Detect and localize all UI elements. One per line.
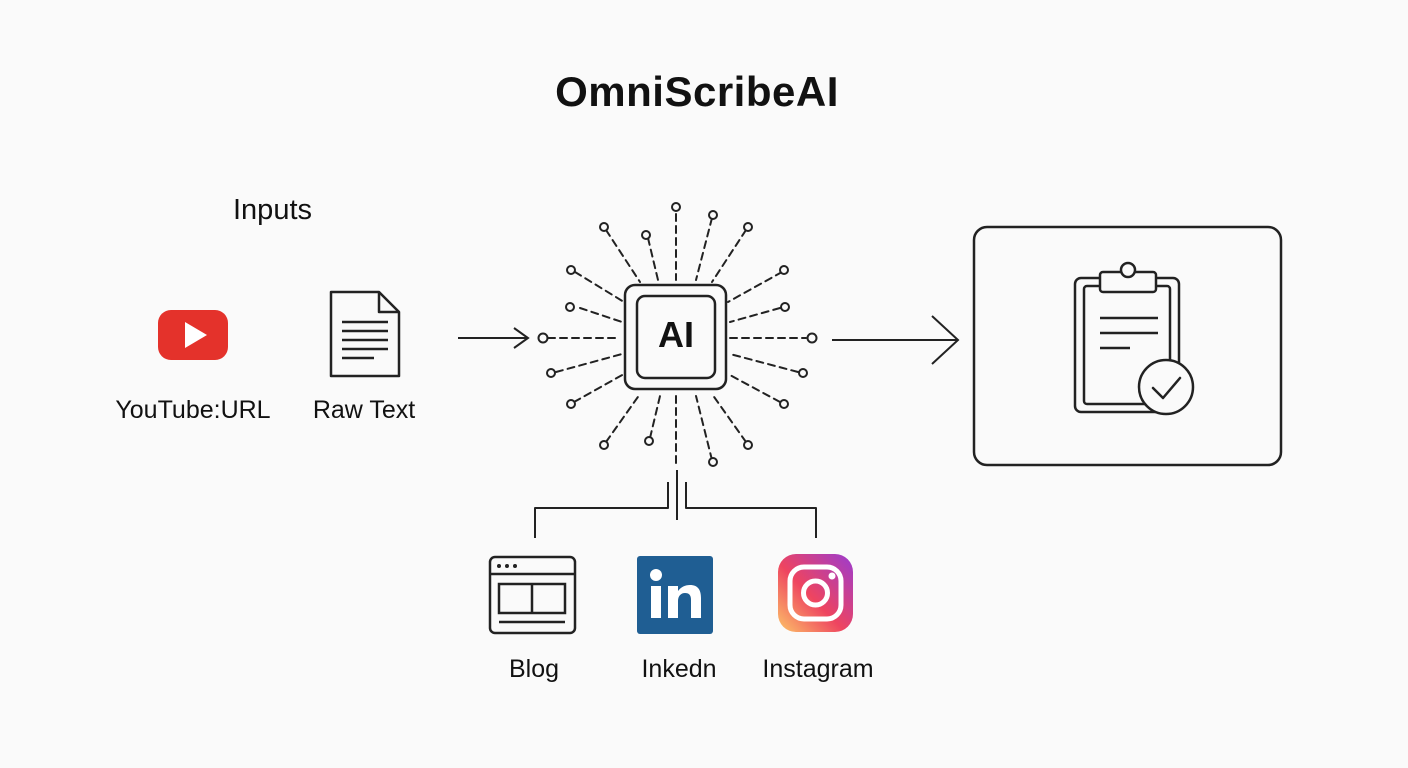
inputs-heading: Inputs — [233, 194, 312, 226]
ai-chip-nodes — [537, 202, 818, 467]
clipboard-check-icon — [1073, 261, 1195, 416]
output-arrow — [832, 315, 960, 365]
channel-label-linkedin: Inkedn — [641, 655, 717, 683]
ai-chip-label: AI — [658, 314, 694, 355]
channel-label-instagram: Instagram — [762, 655, 874, 683]
channel-label-blog: Blog — [508, 655, 560, 683]
browser-window-icon — [488, 555, 577, 635]
ai-chip-icon — [623, 283, 728, 391]
linkedin-icon — [637, 556, 713, 634]
ai-chip-connectors — [547, 213, 807, 465]
output-box — [972, 225, 1283, 467]
channel-branches — [534, 470, 817, 538]
diagram-title: OmniScribeAI — [555, 68, 839, 115]
input-label-youtube: YouTube:URL — [115, 396, 271, 424]
youtube-icon — [158, 310, 228, 360]
input-label-raw-text: Raw Text — [312, 396, 416, 424]
input-arrow — [458, 327, 530, 349]
instagram-icon — [778, 554, 853, 632]
document-icon — [329, 290, 401, 378]
